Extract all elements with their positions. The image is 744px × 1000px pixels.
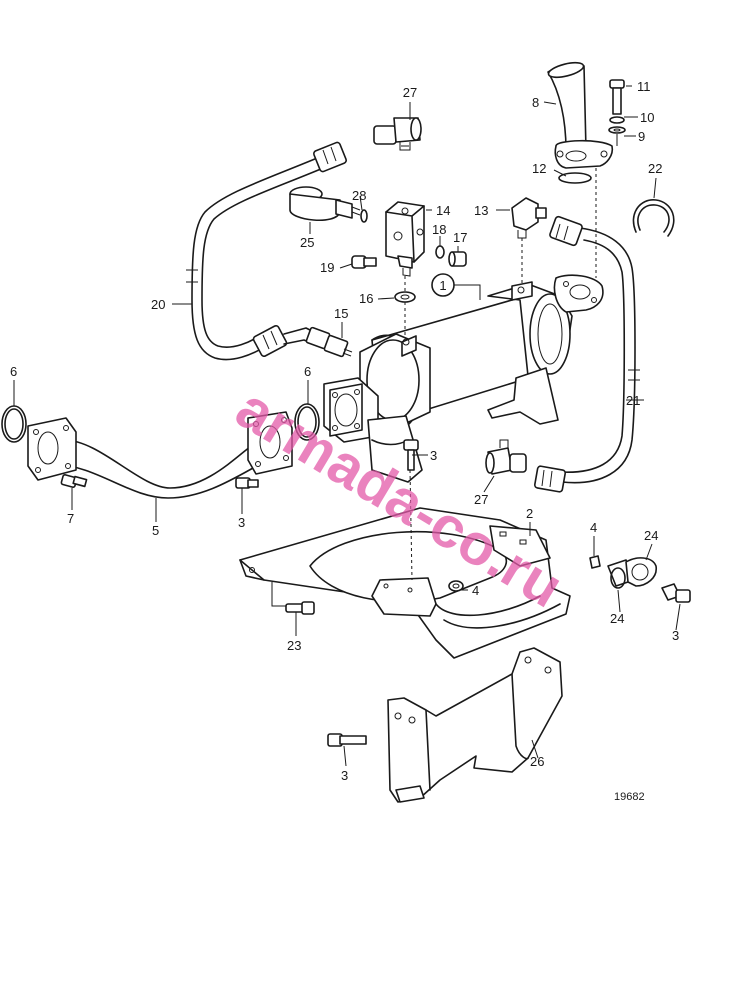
callout-25: 25	[300, 235, 314, 250]
bolt-3-bottom	[327, 733, 367, 747]
callout-4-bracket: 4	[472, 583, 479, 598]
callout-3-pipe: 3	[238, 515, 245, 530]
callout-22: 22	[648, 161, 662, 176]
callout-19: 19	[320, 260, 334, 275]
callout-23: 23	[287, 638, 301, 653]
o-ring-6-left	[1, 405, 27, 443]
adapter-15	[305, 326, 353, 358]
fitting-27-top	[373, 117, 422, 151]
pipe-5	[27, 411, 293, 499]
nut-4-clamp	[589, 555, 601, 569]
callout-16: 16	[359, 291, 373, 306]
bolt-3-pipe	[235, 477, 259, 489]
callout-28: 28	[352, 188, 366, 203]
block-14	[385, 201, 425, 277]
callout-11: 11	[637, 79, 651, 94]
callout-4-clamp: 4	[590, 520, 597, 535]
hose-21	[533, 215, 640, 493]
callout-26: 26	[530, 754, 544, 769]
callout-3-cooler: 3	[430, 448, 437, 463]
drawing-number: 19682	[614, 791, 645, 803]
fitting-13	[511, 197, 547, 239]
callout-5: 5	[152, 523, 159, 538]
callout-8: 8	[532, 95, 539, 110]
callout-24-top: 24	[644, 528, 658, 543]
callout-9: 9	[638, 129, 645, 144]
cooler-1	[359, 274, 604, 432]
leader-lines	[13, 85, 681, 767]
callout-6-right: 6	[304, 364, 311, 379]
clip-22	[632, 199, 675, 237]
callout-3-clamp: 3	[672, 628, 679, 643]
clamp-24	[607, 557, 691, 603]
washer-18-plug-17	[435, 245, 467, 267]
callout-24-bottom: 24	[610, 611, 624, 626]
bolt-3-cooler	[403, 439, 419, 471]
callout-1: 1	[439, 278, 446, 293]
callout-18: 18	[432, 222, 446, 237]
o-ring-6-right	[294, 403, 320, 441]
callout-27-top: 27	[403, 85, 417, 100]
callout-10: 10	[640, 110, 654, 125]
bolt-11-washers	[608, 79, 626, 134]
callout-21: 21	[626, 393, 640, 408]
callout-6-left: 6	[10, 364, 17, 379]
callout-2: 2	[526, 506, 533, 521]
nut-4-bracket	[448, 580, 464, 592]
flange-plate	[323, 377, 379, 443]
ring-12	[558, 172, 592, 184]
callout-3-bottom: 3	[341, 768, 348, 783]
callout-17: 17	[453, 230, 467, 245]
bracket-26	[387, 647, 563, 803]
sensor-25	[289, 186, 368, 223]
fitting-27-bottom	[485, 439, 527, 475]
callout-15: 15	[334, 306, 348, 321]
pipe-bend-8	[547, 61, 614, 169]
screw-19	[351, 255, 377, 269]
hose-20	[186, 141, 347, 361]
callout-7: 7	[67, 511, 74, 526]
callout-13: 13	[474, 203, 488, 218]
callout-20: 20	[151, 297, 165, 312]
washer-16	[394, 291, 416, 303]
bolt-23	[285, 601, 315, 615]
callout-14: 14	[436, 203, 450, 218]
callout-12: 12	[532, 161, 546, 176]
callout-labels: 27 11 8 10 9 12 22 28 14 13 18 17 25 19 …	[10, 79, 679, 803]
callout-27-bottom: 27	[474, 492, 488, 507]
bolt-7	[60, 474, 88, 488]
